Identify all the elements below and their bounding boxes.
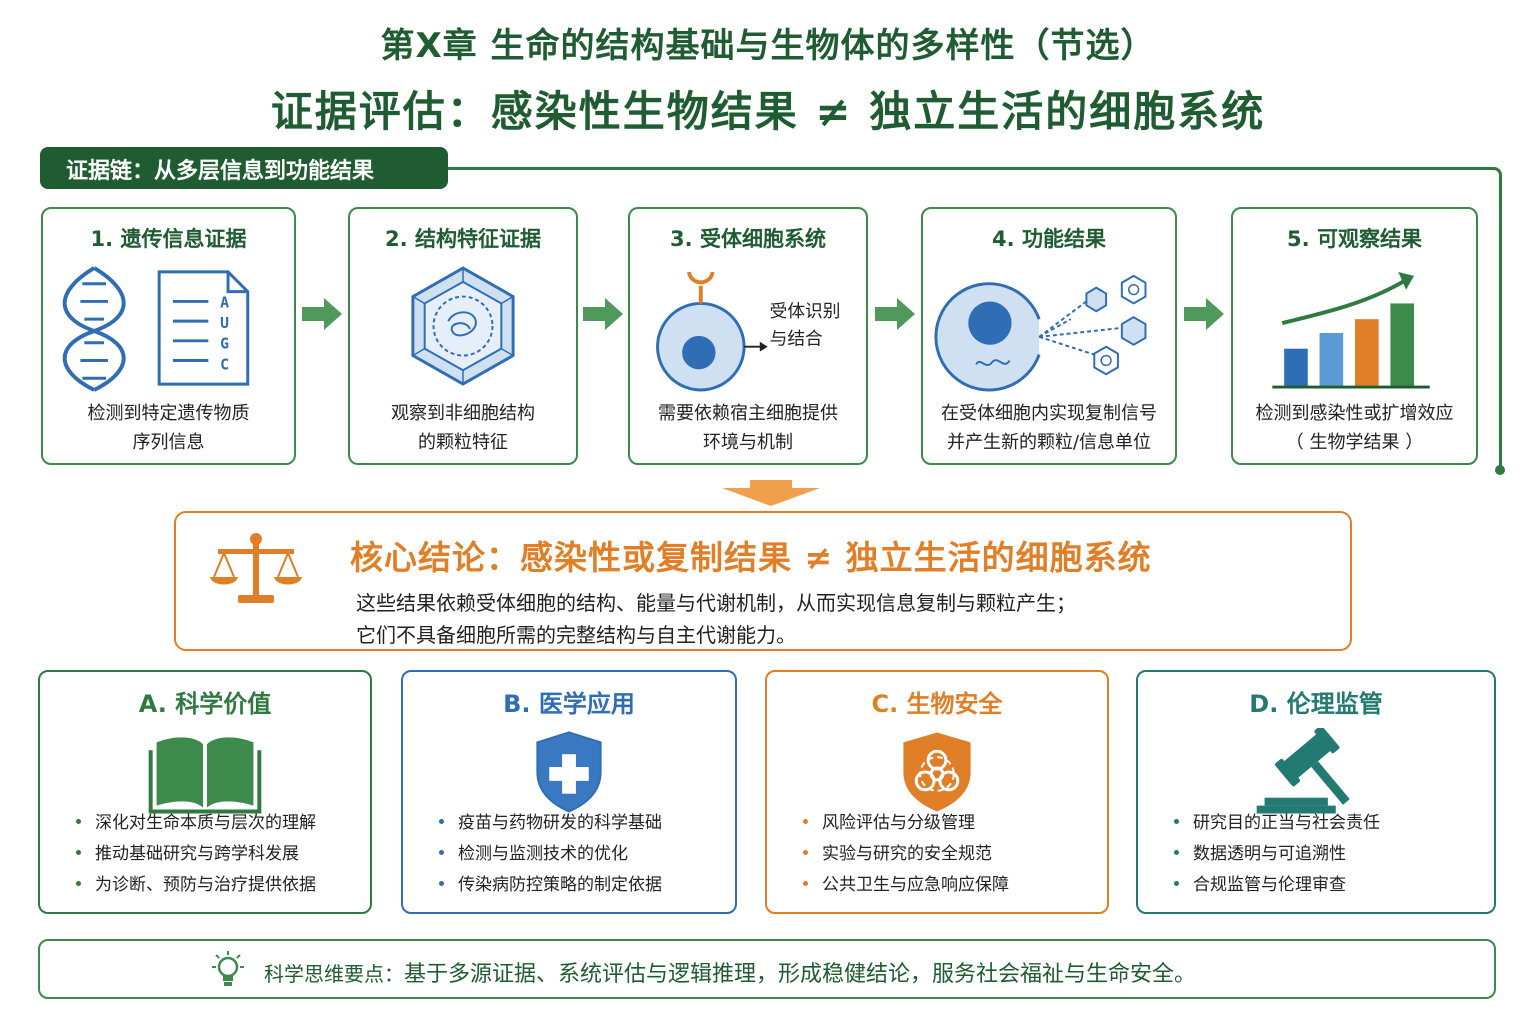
list-item: 传染病防控策略的制定依据 — [439, 870, 662, 901]
core-title: 核心结论：感染性或复制结果 ≠ 独立生活的细胞系统 — [350, 538, 1152, 577]
arrow-right-icon — [875, 298, 915, 330]
list-item: 为诊断、预防与治疗提供依据 — [76, 870, 316, 901]
lightbulb-icon — [212, 951, 244, 986]
core-text-line1: 这些结果依赖受体细胞的结构、能量与代谢机制，从而实现信息复制与颗粒产生； — [356, 591, 1076, 615]
list-item: 深化对生命本质与层次的理解 — [76, 808, 316, 839]
list-item: 研究目的正当与社会责任 — [1174, 808, 1380, 839]
step-title: 1. 遗传信息证据 — [90, 227, 247, 251]
footer-key-points: 科学思维要点：基于多源证据、系统评估与逻辑推理，形成稳健结论，服务社会福祉与生命… — [38, 939, 1496, 999]
step-description: 检测到感染性或扩增效应 （ 生物学结果 ） — [1255, 403, 1454, 453]
card-ethics-regulation: D. 伦理监管 研究目的正当与社会责任 数据透明与可追溯性 合规监管与伦理审查 — [1136, 670, 1496, 914]
receptor-label-1: 受体识别 — [770, 301, 841, 322]
step-card-function: 4. 功能结果 在受体细胞内实现复制信号 并产生新的颗粒/信息单位 — [921, 207, 1177, 465]
list-item: 检测与监测技术的优化 — [439, 839, 662, 870]
nucleotide-g: G — [220, 336, 229, 353]
card-scientific-value: A. 科学价值 深化对生命本质与层次的理解 推动基础研究与跨学科发展 为诊断、预… — [38, 670, 372, 914]
card-list: 深化对生命本质与层次的理解 推动基础研究与跨学科发展 为诊断、预防与治疗提供依据 — [76, 808, 316, 901]
cell-release-icon — [934, 274, 1147, 392]
card-biosafety: C. 生物安全 风险评估与分级管理 实验与研究的安全规范 公共卫生与应急响应保障 — [765, 670, 1109, 914]
list-item: 疫苗与药物研发的科学基础 — [439, 808, 662, 839]
arrow-right-icon — [583, 298, 623, 330]
step-description: 在受体细胞内实现复制信号 并产生新的颗粒/信息单位 — [941, 403, 1157, 453]
card-title: A. 科学价值 — [138, 690, 272, 718]
receptor-label-2: 与结合 — [770, 329, 823, 350]
step-card-structure: 2. 结构特征证据 观察到非细胞结构 的颗粒特征 — [348, 207, 578, 465]
dna-document-icon: A U G C — [62, 266, 250, 392]
step-description: 观察到非细胞结构 的颗粒特征 — [391, 403, 535, 453]
core-conclusion: 核心结论：感染性或复制结果 ≠ 独立生活的细胞系统 这些结果依赖受体细胞的结构、… — [174, 511, 1352, 651]
step-description: 检测到特定遗传物质 序列信息 — [87, 403, 250, 453]
core-text-line2: 它们不具备细胞所需的完整结构与自主代谢能力。 — [356, 623, 796, 647]
step-title: 4. 功能结果 — [992, 227, 1106, 251]
gavel-icon — [1256, 728, 1350, 814]
arrow-right-icon — [1184, 298, 1224, 330]
footer-body: 基于多源证据、系统评估与逻辑推理，形成稳健结论，服务社会福祉与生命安全。 — [404, 962, 1197, 987]
card-list: 疫苗与药物研发的科学基础 检测与监测技术的优化 传染病防控策略的制定依据 — [439, 808, 662, 901]
medical-shield-icon — [536, 731, 602, 813]
step-title: 3. 受体细胞系统 — [670, 227, 826, 251]
card-list: 风险评估与分级管理 实验与研究的安全规范 公共卫生与应急响应保障 — [803, 808, 1009, 901]
nucleotide-u: U — [220, 315, 229, 332]
nucleotide-c: C — [220, 356, 229, 373]
open-book-icon — [148, 737, 262, 814]
hexagon-particle-icon — [411, 266, 515, 386]
step-card-receptor: 3. 受体细胞系统 受体识别 与结合 需要依赖宿主细胞提供 环境与机制 — [628, 207, 868, 465]
list-item: 实验与研究的安全规范 — [803, 839, 1009, 870]
card-medical-application: B. 医学应用 疫苗与药物研发的科学基础 检测与监测技术的优化 传染病防控策略的… — [401, 670, 737, 914]
card-title: B. 医学应用 — [503, 690, 635, 718]
evidence-chain-label: 证据链：从多层信息到功能结果 — [40, 147, 448, 189]
step-description: 需要依赖宿主细胞提供 环境与机制 — [658, 403, 838, 453]
list-item: 推动基础研究与跨学科发展 — [76, 839, 316, 870]
list-item: 风险评估与分级管理 — [803, 808, 1009, 839]
receptor-cell-icon: 受体识别 与结合 — [656, 271, 841, 392]
step-title: 2. 结构特征证据 — [385, 227, 541, 251]
card-title: C. 生物安全 — [871, 690, 1003, 718]
down-arrow-icon — [722, 480, 820, 506]
nucleotide-a: A — [220, 294, 229, 311]
card-list: 研究目的正当与社会责任 数据透明与可追溯性 合规监管与伦理审查 — [1174, 808, 1380, 901]
chain-connector-end — [1495, 465, 1505, 475]
chapter-title: 第X章 生命的结构基础与生物体的多样性（节选） — [380, 26, 1156, 66]
growth-chart-icon — [1272, 271, 1430, 389]
step-card-genetic: 1. 遗传信息证据 A U G C 检测到特定遗传物质 序列信息 — [41, 207, 296, 465]
list-item: 数据透明与可追溯性 — [1174, 839, 1380, 870]
step-title: 5. 可观察结果 — [1287, 227, 1422, 251]
list-item: 公共卫生与应急响应保障 — [803, 870, 1009, 901]
list-item: 合规监管与伦理审查 — [1174, 870, 1380, 901]
arrow-right-icon — [302, 298, 342, 330]
card-title: D. 伦理监管 — [1249, 690, 1383, 718]
chain-connector-line — [448, 167, 1502, 472]
step-card-observable: 5. 可观察结果 检测到感染性或扩增效应 （ 生物学结果 ） — [1231, 207, 1478, 465]
biohazard-shield-icon — [903, 732, 971, 812]
footer-lead: 科学思维要点： — [264, 962, 404, 986]
balance-scale-icon — [210, 533, 302, 603]
footer-text: 科学思维要点：基于多源证据、系统评估与逻辑推理，形成稳健结论，服务社会福祉与生命… — [264, 956, 1196, 988]
main-title: 证据评估：感染性生物结果 ≠ 独立生活的细胞系统 — [270, 87, 1266, 136]
